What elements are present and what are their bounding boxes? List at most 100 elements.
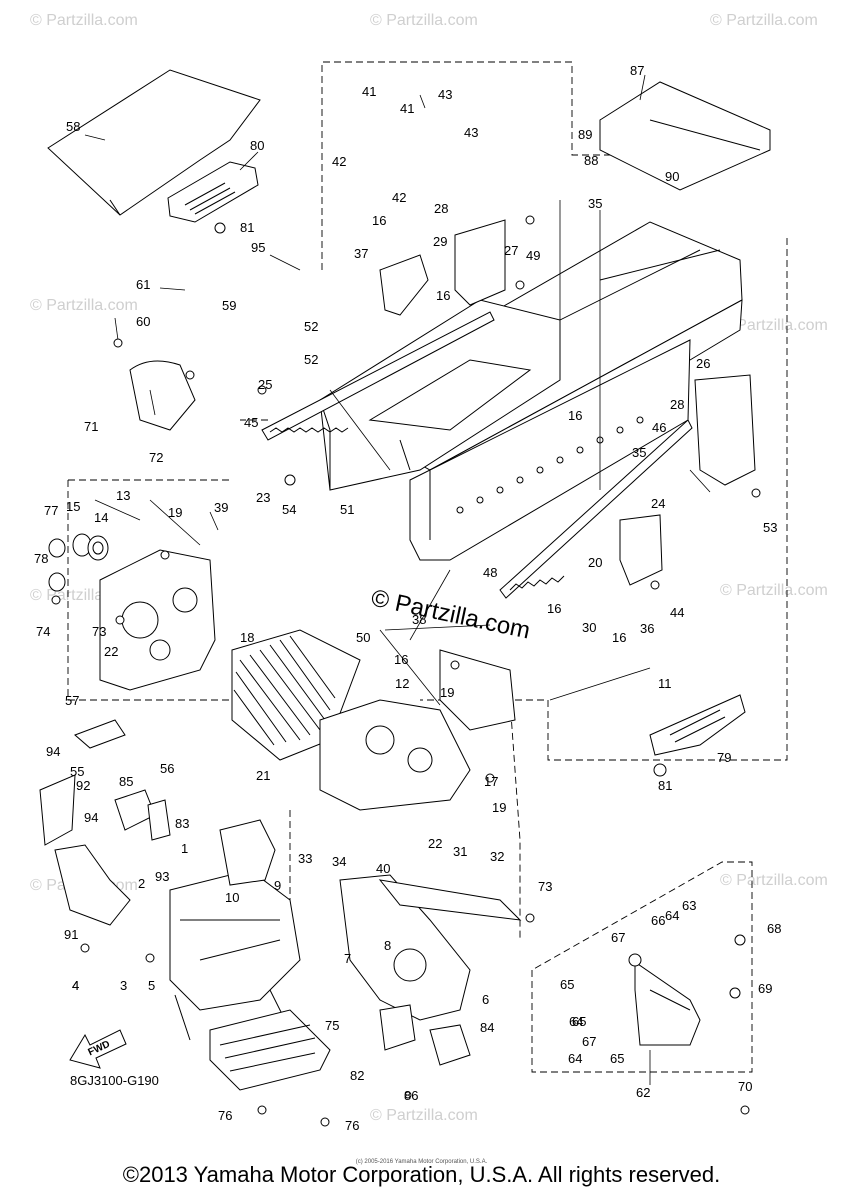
callout: 29 xyxy=(433,234,447,249)
callout: 57 xyxy=(65,693,79,708)
watermark: © Partzilla.com xyxy=(720,872,828,889)
callout: 50 xyxy=(356,630,370,645)
callout: 88 xyxy=(584,153,598,168)
callout: 10 xyxy=(225,890,239,905)
callout: 43 xyxy=(438,87,452,102)
callout: 6 xyxy=(482,992,489,1007)
callout: 79 xyxy=(717,750,731,765)
callout: 73 xyxy=(92,624,106,639)
callout: 22 xyxy=(428,836,442,851)
callout: 23 xyxy=(256,490,270,505)
callout: 56 xyxy=(160,761,174,776)
watermark: © Partzilla.com xyxy=(30,297,138,314)
lower-frame xyxy=(169,819,301,1041)
callout: 16 xyxy=(547,601,561,616)
frame-holes xyxy=(456,416,644,514)
callout: 77 xyxy=(44,503,58,518)
fasteners xyxy=(51,215,761,1127)
callout: 53 xyxy=(763,520,777,535)
callout: 17 xyxy=(484,774,498,789)
leader-lines xyxy=(84,74,711,1085)
guard-71 xyxy=(129,360,196,431)
callout: 30 xyxy=(582,620,596,635)
callout: 83 xyxy=(175,816,189,831)
callout: 84 xyxy=(480,1020,494,1035)
skid-plate xyxy=(209,1009,331,1091)
callout: 42 xyxy=(392,190,406,205)
callout-labels-repeat: 41 42 43 16 16 16 16 16 52 28 19 19 35 2… xyxy=(72,101,684,1133)
callout: 3 xyxy=(120,978,127,993)
callout: 51 xyxy=(340,502,354,517)
callout: 63 xyxy=(682,898,696,913)
callout: 16 xyxy=(612,630,626,645)
callout: 61 xyxy=(136,277,150,292)
watermark: © Partzilla.com xyxy=(720,317,828,334)
callout: 12 xyxy=(395,676,409,691)
left-side-plate xyxy=(48,533,216,691)
callout: 67 xyxy=(611,930,625,945)
rails xyxy=(261,311,693,599)
callout: 70 xyxy=(738,1079,752,1094)
callout: 76 xyxy=(218,1108,232,1123)
callout: 90 xyxy=(665,169,679,184)
callout: 49 xyxy=(526,248,540,263)
callout: 52 xyxy=(304,319,318,334)
callout: 44 xyxy=(670,605,684,620)
cover-86 xyxy=(599,81,771,191)
diagram-code: 8GJ3100-G190 xyxy=(70,1073,159,1088)
callout: 9 xyxy=(274,878,281,893)
callout: 35 xyxy=(632,445,646,460)
callout: 11 xyxy=(658,676,672,691)
callout: 19 xyxy=(168,505,182,520)
callout: 16 xyxy=(436,288,450,303)
callout: 45 xyxy=(244,415,258,430)
bracket-36 xyxy=(619,514,663,586)
callout: 34 xyxy=(332,854,346,869)
callout: 42 xyxy=(332,154,346,169)
callout: 52 xyxy=(304,352,318,367)
callout: 54 xyxy=(282,502,296,517)
callout: 94 xyxy=(46,744,60,759)
callout: 73 xyxy=(538,879,552,894)
callout: 28 xyxy=(670,397,684,412)
callout: 36 xyxy=(640,621,654,636)
callout: 60 xyxy=(136,314,150,329)
callout: 68 xyxy=(767,921,781,936)
watermark: © Partzilla.com xyxy=(710,12,818,29)
callout: 1 xyxy=(181,841,188,856)
callout: 55 xyxy=(70,764,84,779)
part-78-box xyxy=(649,694,746,756)
callout: 92 xyxy=(76,778,90,793)
callout: 43 xyxy=(464,125,478,140)
callout: 81 xyxy=(240,220,254,235)
callout: 38 xyxy=(412,612,426,627)
callout: 65 xyxy=(572,1014,586,1029)
copyright-notice: ©2013 Yamaha Motor Corporation, U.S.A. A… xyxy=(122,1162,721,1187)
callout: 39 xyxy=(214,500,228,515)
callout: 65 xyxy=(610,1051,624,1066)
callout: 69 xyxy=(758,981,772,996)
callout: 25 xyxy=(258,377,272,392)
callout: 65 xyxy=(560,977,574,992)
callout: 16 xyxy=(394,652,408,667)
bracket-26 xyxy=(694,374,756,486)
housing-62 xyxy=(634,961,701,1046)
callout: 58 xyxy=(66,119,80,134)
callout: 5 xyxy=(148,978,155,993)
callout: 93 xyxy=(155,869,169,884)
callout: 46 xyxy=(652,420,666,435)
callout: 19 xyxy=(492,800,506,815)
callout: 35 xyxy=(588,196,602,211)
callout: 78 xyxy=(34,551,48,566)
callout: 20 xyxy=(588,555,602,570)
bracket-29 xyxy=(454,219,506,306)
callout: 26 xyxy=(696,356,710,371)
callout: 16 xyxy=(372,213,386,228)
callout: 86 xyxy=(404,1088,418,1103)
callout: 37 xyxy=(354,246,368,261)
cross-bar xyxy=(378,879,522,921)
callout: 64 xyxy=(665,908,679,923)
small-copyright: (c) 2005-2016 Yamaha Motor Corporation, … xyxy=(355,1159,488,1165)
callout: 81 xyxy=(658,778,672,793)
